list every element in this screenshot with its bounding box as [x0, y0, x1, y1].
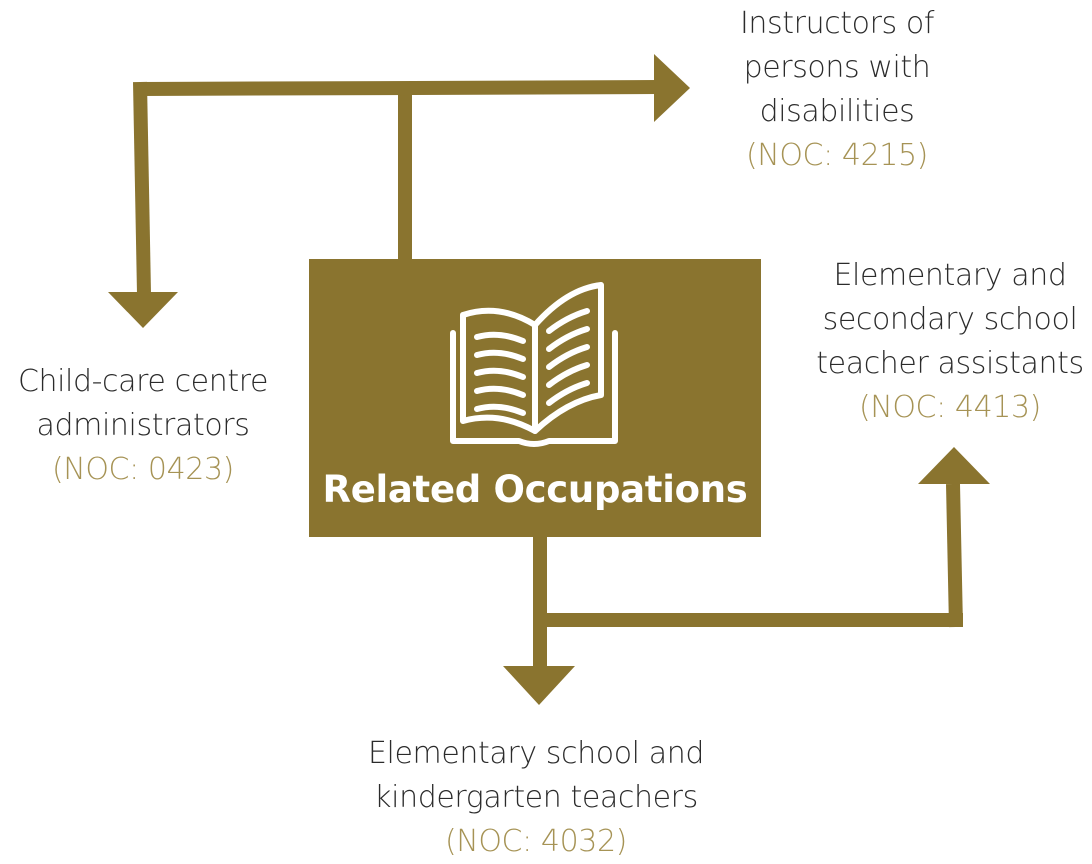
occupation-childcare-noc: (NOC: 0423): [51, 452, 234, 487]
arrowhead-down-left: [108, 292, 178, 328]
connector-left-vertical: [133, 81, 151, 295]
arrowhead-up-right: [918, 447, 990, 484]
occupation-teachers-noc: (NOC: 4032): [444, 824, 627, 859]
connector-right-vertical: [946, 483, 963, 628]
connector-top-horizontal: [139, 80, 659, 96]
occupation-teachers: Elementary school and kindergarten teach…: [330, 732, 742, 864]
occupation-assistants: Elementary and secondary school teacher …: [808, 254, 1092, 430]
occupation-instructors-line2: persons with: [743, 50, 931, 85]
occupation-childcare-line2: administrators: [36, 408, 250, 443]
occupation-instructors-line1: Instructors of: [739, 6, 935, 41]
occupation-teachers-line1: Elementary school and: [368, 736, 704, 771]
open-book-icon: [450, 282, 618, 447]
occupation-assistants-line2: secondary school: [822, 302, 1078, 337]
occupation-instructors-noc: (NOC: 4215): [745, 138, 928, 173]
related-occupations-box: [309, 259, 761, 537]
occupation-assistants-noc: (NOC: 4413): [858, 390, 1041, 425]
occupation-assistants-line1: Elementary and: [833, 258, 1067, 293]
occupation-teachers-line2: kindergarten teachers: [374, 780, 698, 815]
occupation-childcare-line1: Child-care centre: [17, 364, 269, 399]
arrowhead-down-bottom: [503, 666, 575, 705]
occupation-instructors: Instructors of persons with disabilities…: [692, 2, 982, 178]
center-title-wrapper: Related Occupations: [309, 468, 761, 512]
center-title: Related Occupations: [322, 468, 748, 511]
occupation-childcare: Child-care centre administrators (NOC: 0…: [0, 360, 286, 492]
occupation-instructors-line3: disabilities: [759, 94, 915, 129]
arrowhead-right: [654, 54, 690, 122]
occupation-assistants-line3: teacher assistants: [816, 346, 1084, 381]
